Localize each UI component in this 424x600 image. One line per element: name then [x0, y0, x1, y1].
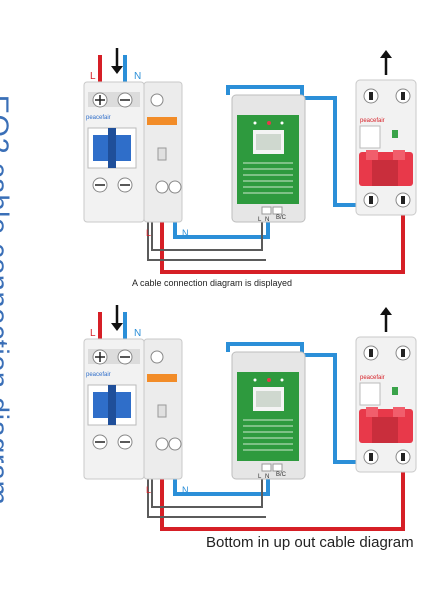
meter-label-line-top: L — [258, 217, 262, 223]
label-line-lower-bottom: L — [146, 485, 151, 495]
arrow-in-head-bottom — [111, 323, 123, 331]
meter-label-bc-bottom: B/C — [276, 472, 287, 478]
diagram-bottom: L N L N L N B/C — [83, 305, 417, 531]
arrow-out-head-top — [380, 50, 392, 58]
caption-top: A cable connection diagram is displayed — [131, 278, 293, 288]
label-neutral-top: N — [134, 71, 141, 82]
label-neutral-bottom: N — [134, 328, 141, 339]
meter-label-neutral-top: N — [265, 217, 269, 223]
arrow-in-head-top — [111, 66, 123, 74]
meter-label-neutral-bottom: N — [265, 474, 269, 480]
label-line-top: L — [90, 71, 96, 82]
caption-bottom: Bottom in up out cable diagram — [206, 534, 414, 551]
devices-bottom — [83, 336, 417, 480]
diagram-top: L N L N L N B/C — [83, 48, 417, 274]
label-neutral-lower-bottom: N — [182, 485, 189, 495]
label-neutral-lower-top: N — [182, 228, 189, 238]
label-line-lower-top: L — [146, 228, 151, 238]
devices-top — [83, 79, 417, 223]
meter-label-bc-top: B/C — [276, 215, 287, 221]
label-line-bottom: L — [90, 328, 96, 339]
arrow-out-head-bottom — [380, 307, 392, 315]
meter-label-line-bottom: L — [258, 474, 262, 480]
